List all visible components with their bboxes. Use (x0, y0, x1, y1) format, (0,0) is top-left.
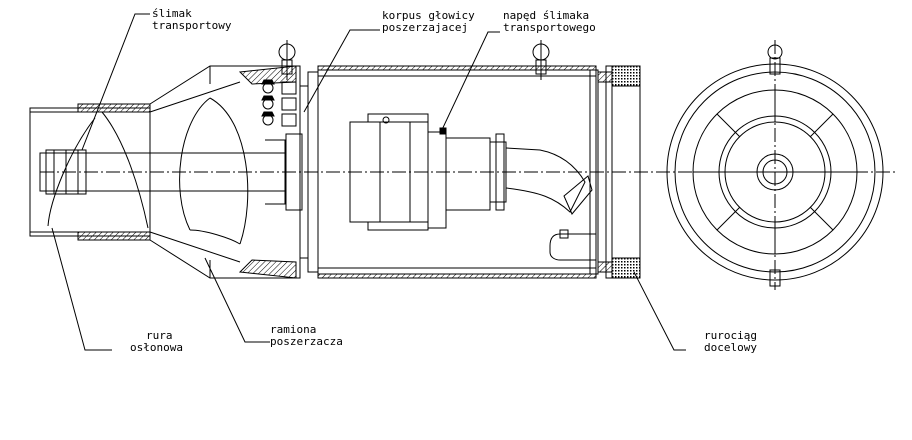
lifting-eye-right (532, 40, 550, 80)
head-body (317, 65, 597, 279)
drive-motor (349, 113, 507, 231)
rear-flange (589, 65, 641, 279)
cutting-teeth (261, 79, 297, 127)
lifting-eye-left (278, 40, 296, 80)
label-target-pipeline: rurociąg docelowy (704, 330, 757, 354)
label-reamer-arms: ramiona poszerzacza (270, 324, 343, 348)
label-line: transportowy (152, 19, 232, 32)
label-line: transportowego (503, 21, 596, 34)
discharge-elbow (505, 147, 593, 215)
label-line: ślimak (152, 7, 192, 20)
label-head-body: korpus głowicy poszerzajacej (382, 10, 475, 34)
label-line: osłonowa (130, 341, 183, 354)
screw-flights (47, 97, 249, 245)
label-casing-pipe: rura osłonowa (130, 330, 183, 354)
label-conveyor-drive: napęd ślimaka transportowego (503, 10, 596, 34)
leader-lines (51, 13, 686, 351)
label-line: korpus głowicy (382, 9, 475, 22)
label-line: rura (146, 329, 173, 342)
label-line: ramiona (270, 323, 317, 336)
label-line: docelowy (704, 341, 757, 354)
casing-pipe (29, 103, 151, 241)
label-line: napęd ślimaka (503, 9, 590, 22)
end-view (666, 40, 884, 290)
label-screw-conveyor: ślimak transportowy (152, 8, 231, 32)
pipe-hook (549, 229, 596, 261)
label-line: poszerzajacej (382, 21, 469, 34)
label-line: poszerzacza (270, 335, 343, 348)
conveyor-shaft (39, 139, 286, 205)
label-line: rurociąg (704, 329, 757, 342)
